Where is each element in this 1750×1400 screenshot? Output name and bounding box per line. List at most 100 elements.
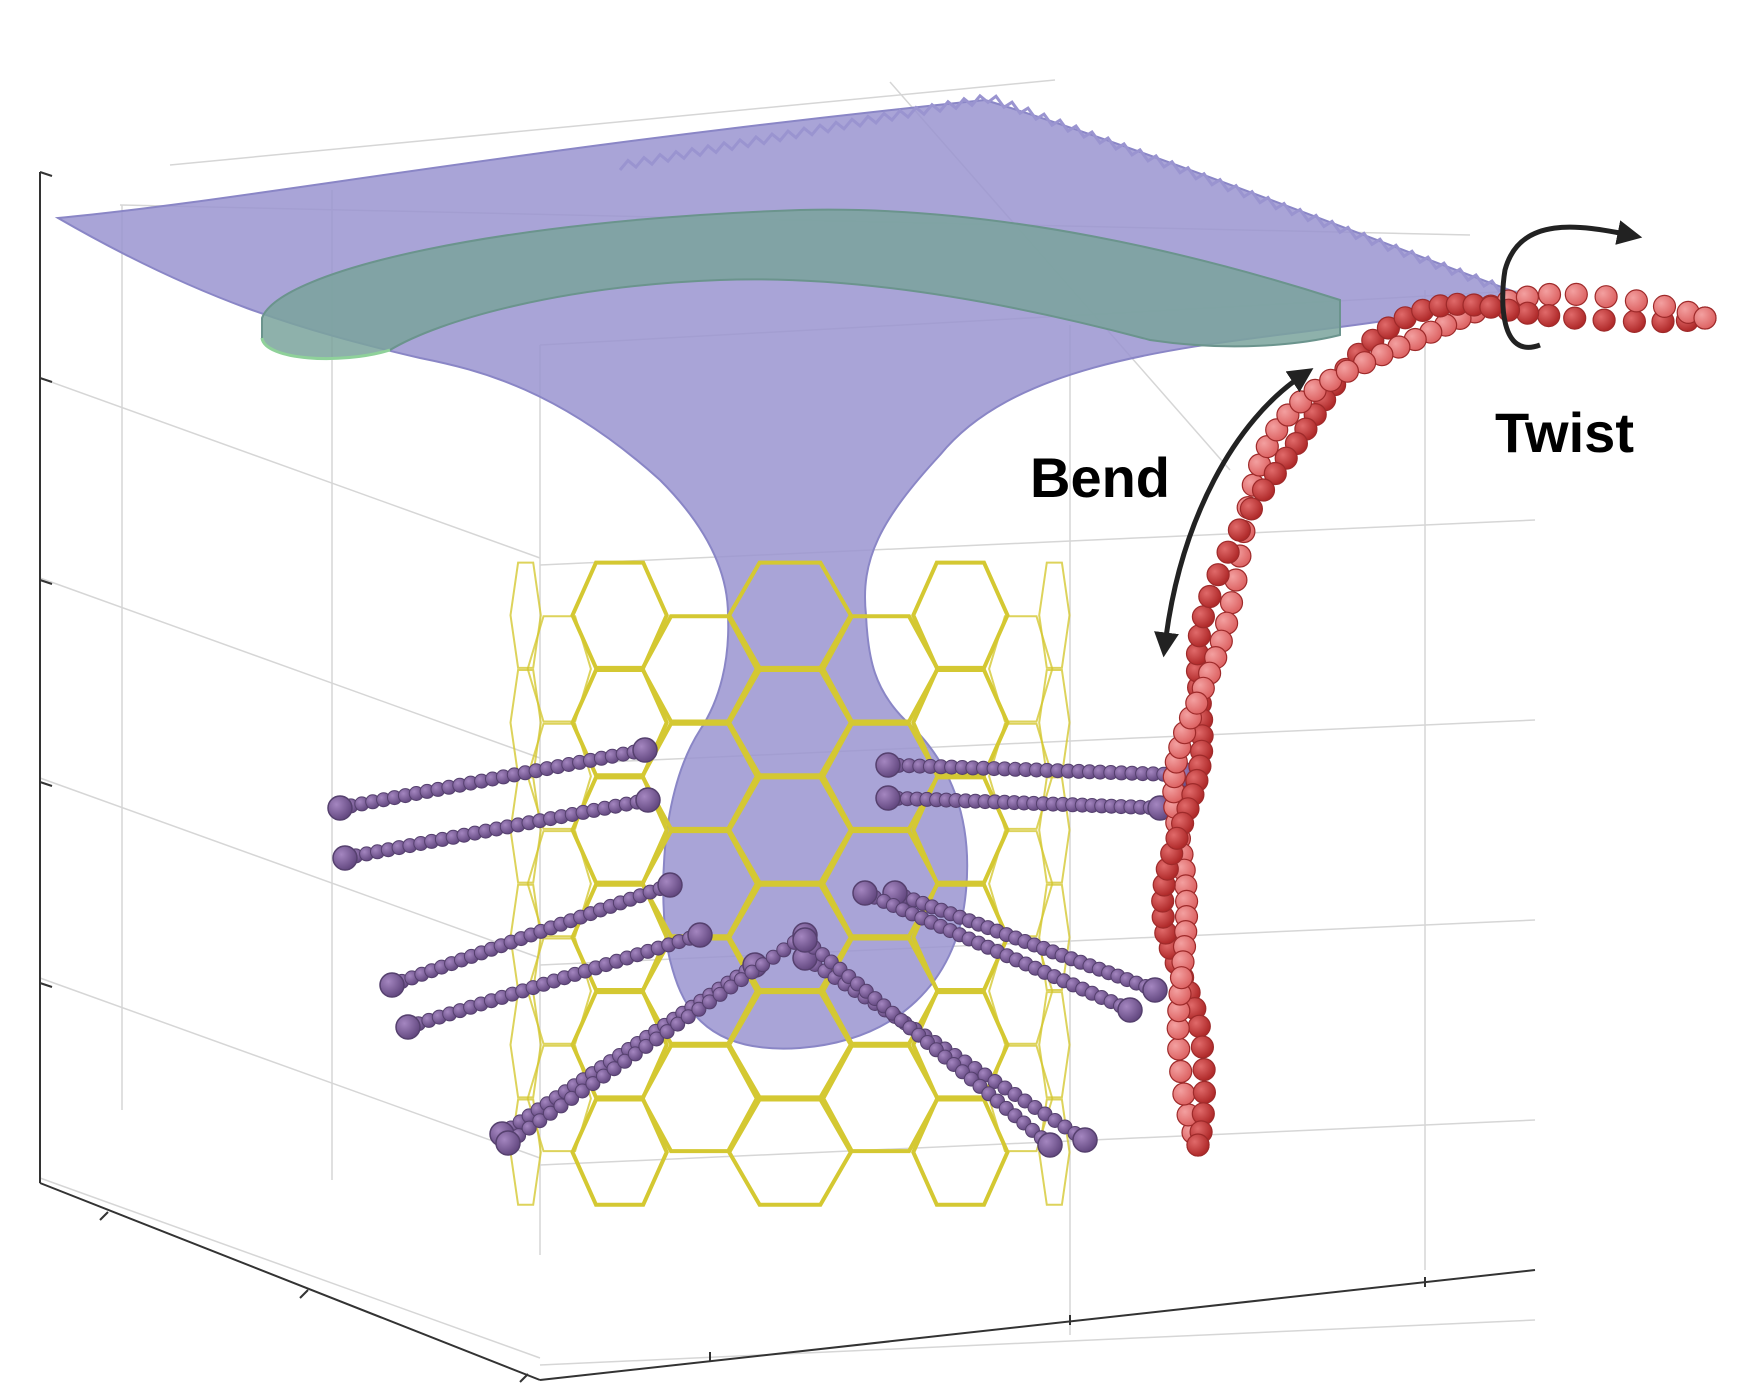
lipid-bead xyxy=(670,1016,686,1032)
lipid-bead xyxy=(532,1113,548,1129)
lipid-head xyxy=(687,922,713,948)
filament-bead-dark xyxy=(1190,1035,1215,1059)
cage-hexagon xyxy=(726,990,854,1100)
grid-line xyxy=(39,577,541,759)
lipid-bead xyxy=(542,1105,558,1121)
lipid-head xyxy=(657,872,683,898)
cage-hexagon xyxy=(1038,991,1071,1099)
filament-bead-dark xyxy=(1239,497,1264,521)
cage-hexagon xyxy=(1038,669,1071,777)
filament-bead-light xyxy=(1594,285,1618,309)
lipid-chains xyxy=(327,737,1198,1158)
lipid-bead xyxy=(702,994,717,1010)
cage-hexagon xyxy=(509,561,542,669)
x-axis xyxy=(539,1269,1536,1381)
z-tick xyxy=(39,982,53,988)
membrane-serrated-edge xyxy=(618,93,1502,293)
lipid-head xyxy=(792,927,818,953)
lipid-head xyxy=(495,1130,521,1156)
lipid-head xyxy=(1072,1127,1098,1153)
lipid-head xyxy=(1142,977,1168,1003)
lipid-bead xyxy=(744,964,760,980)
lipid-bead xyxy=(627,1046,643,1062)
z-tick xyxy=(39,377,53,383)
filament-bead-light xyxy=(1624,289,1649,313)
filament-bead-dark xyxy=(1563,306,1587,330)
lipid-bead xyxy=(659,1024,675,1040)
bend-annotation: Bend xyxy=(1030,368,1314,658)
lipid-bead xyxy=(776,942,792,958)
filament-bead-light xyxy=(1537,282,1562,307)
lipid-bead xyxy=(617,1053,633,1069)
filament-bead-light xyxy=(1167,1037,1191,1061)
bend-label: Bend xyxy=(1030,446,1170,509)
lipid-head xyxy=(332,845,358,871)
filament-bead-dark xyxy=(1187,624,1212,648)
lipid-head xyxy=(632,737,658,763)
filament-bead-dark xyxy=(1187,1014,1211,1038)
cage-hexagon xyxy=(1038,561,1071,669)
lipid-bead xyxy=(606,1061,622,1077)
filament-bead-dark xyxy=(1192,1080,1217,1105)
filament-bead-light xyxy=(1693,306,1717,330)
cage-hexagon xyxy=(1038,1098,1071,1206)
filament-bead-dark xyxy=(1198,584,1222,609)
filament-bead-light xyxy=(1652,294,1677,318)
cage-hexagon xyxy=(820,614,940,724)
z-tick xyxy=(39,171,53,177)
filament-bead-dark xyxy=(1592,308,1616,332)
lipid-bead xyxy=(596,1068,611,1084)
z-tick xyxy=(39,781,53,787)
filament-bead-light xyxy=(1335,359,1360,383)
ring-band xyxy=(261,208,1341,360)
y-tick xyxy=(519,1373,529,1383)
filament-bead-light xyxy=(1172,1082,1196,1106)
filament-bead-light xyxy=(1185,691,1209,715)
cage-hexagon xyxy=(911,560,1010,670)
lipid-head xyxy=(635,787,661,813)
lipid-head xyxy=(875,785,901,811)
lipid-bead xyxy=(649,1031,664,1047)
constriction-ring xyxy=(260,208,1341,361)
lipid-bead xyxy=(712,986,728,1002)
lipid-head xyxy=(875,752,901,778)
twist-label: Twist xyxy=(1495,401,1634,464)
lipid-bead xyxy=(765,949,781,965)
z-tick xyxy=(39,579,53,585)
grid-line xyxy=(39,377,541,559)
filament-bead-dark xyxy=(1216,540,1240,564)
cage-hexagon xyxy=(820,1043,940,1154)
filament-bead-dark xyxy=(1622,309,1647,333)
lipid-bead xyxy=(723,979,739,995)
filament-bead-dark xyxy=(1165,826,1189,850)
clathrin-cage xyxy=(509,560,1071,1207)
cage-hexagon xyxy=(988,722,1054,830)
cage-hexagon xyxy=(726,775,854,885)
cage-hexagon xyxy=(509,991,542,1099)
lipid-bead xyxy=(691,1001,707,1017)
y-tick xyxy=(99,1211,109,1221)
lipid-bead xyxy=(574,1083,590,1099)
filament-bead-dark xyxy=(1515,301,1540,325)
lipid-bead xyxy=(553,1098,569,1114)
lipid-bead xyxy=(755,957,771,973)
lipid-bead xyxy=(733,972,749,988)
y-tick xyxy=(299,1289,309,1299)
lipid-bead xyxy=(564,1090,580,1106)
filament-bead-dark xyxy=(1227,518,1252,542)
cage-hexagon xyxy=(988,615,1054,723)
cage-hexagon xyxy=(988,830,1054,938)
lipid-head xyxy=(1117,997,1143,1023)
grid-line xyxy=(39,1177,541,1359)
cage-hexagon xyxy=(1038,776,1071,884)
lipid-head xyxy=(852,880,878,906)
cage-hexagon xyxy=(911,882,1010,992)
cage-hexagon xyxy=(1038,883,1071,991)
grid-line xyxy=(169,79,1056,166)
bend-arrow-icon xyxy=(1154,368,1314,658)
grid-line xyxy=(39,777,541,959)
y-axis xyxy=(39,1182,541,1381)
cage-hexagon xyxy=(820,721,940,831)
cage-hexagon xyxy=(911,775,1010,885)
